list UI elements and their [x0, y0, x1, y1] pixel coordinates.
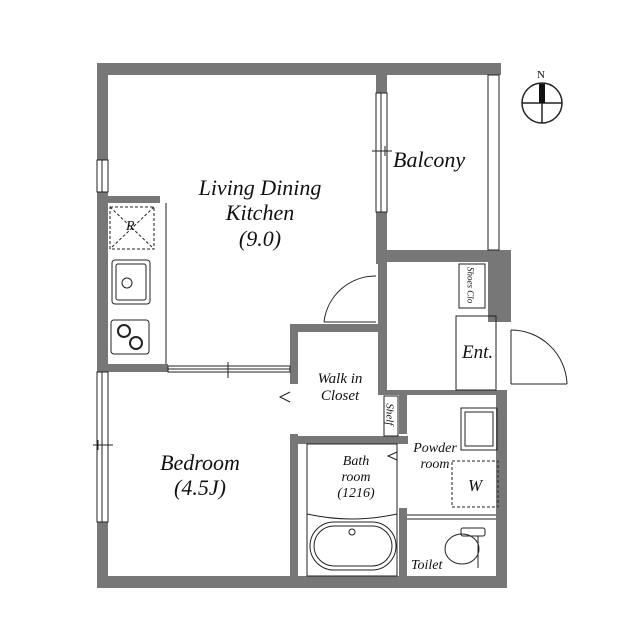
- bedroom-name: Bedroom: [160, 450, 240, 475]
- room-label-shoes-closet: Shoes Clo: [465, 267, 476, 304]
- ldk-size: (9.0): [238, 225, 282, 251]
- wic-line2: Closet: [320, 388, 360, 405]
- room-label-balcony: Balcony: [393, 147, 466, 172]
- room-label-toilet: Toilet: [411, 558, 443, 573]
- room-label-bedroom: Bedroom (4.5J): [140, 450, 260, 501]
- bedroom-size: (4.5J): [174, 475, 226, 501]
- room-label-shelf: Shelf: [383, 403, 396, 426]
- walls: [97, 63, 511, 588]
- compass-label: N: [537, 69, 545, 81]
- ldk-line1: Living Dining: [198, 175, 322, 200]
- powder-line2: room: [420, 457, 450, 473]
- bath-size: (1216): [337, 486, 375, 502]
- room-label-walk-in-closet: Walk in Closet: [300, 371, 380, 406]
- room-label-powder-room: Powder room: [407, 441, 463, 473]
- room-label-entrance: Ent.: [462, 342, 494, 363]
- refrigerator-label: R: [126, 219, 135, 234]
- washer-label: W: [468, 476, 483, 495]
- powder-line1: Powder: [413, 441, 457, 456]
- room-label-bathroom: Bath room (1216): [326, 454, 386, 502]
- north-compass-icon: [521, 82, 563, 124]
- room-label-ldk: Living Dining Kitchen (9.0): [180, 175, 340, 251]
- bath-line2: room: [341, 470, 371, 486]
- bath-line1: Bath: [342, 454, 370, 469]
- ldk-line2: Kitchen: [225, 200, 295, 226]
- wic-line1: Walk in: [317, 371, 363, 387]
